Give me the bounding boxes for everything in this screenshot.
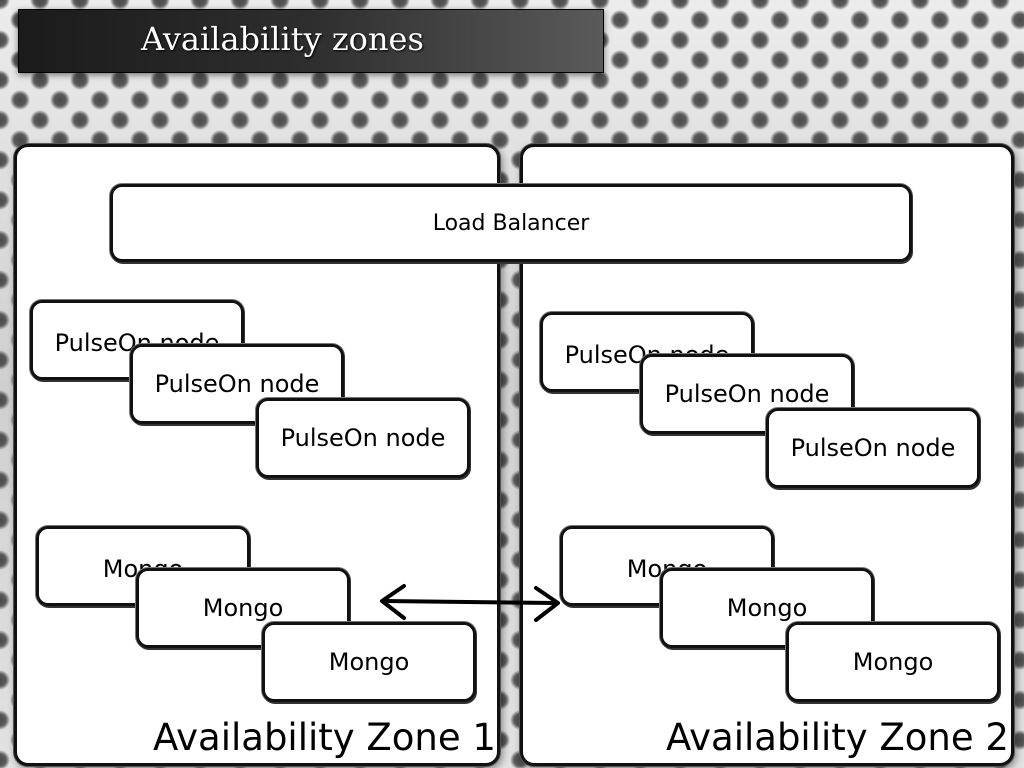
load-balancer: Load Balancer	[110, 184, 912, 262]
pulseon-node-z2-3: PulseOn node	[766, 408, 980, 488]
load-balancer-label: Load Balancer	[432, 210, 590, 236]
double-arrow-icon	[380, 584, 560, 622]
title-bar: Availability zones	[18, 9, 604, 73]
mongo-z1-3: Mongo	[262, 622, 476, 702]
zone-1-label: Availability Zone 1	[153, 716, 496, 759]
mongo-z2-3: Mongo	[786, 622, 1000, 702]
slide-title: Availability zones	[141, 20, 424, 58]
pulseon-node-z1-3: PulseOn node	[256, 398, 470, 478]
zone-2-label: Availability Zone 2	[666, 716, 1009, 759]
